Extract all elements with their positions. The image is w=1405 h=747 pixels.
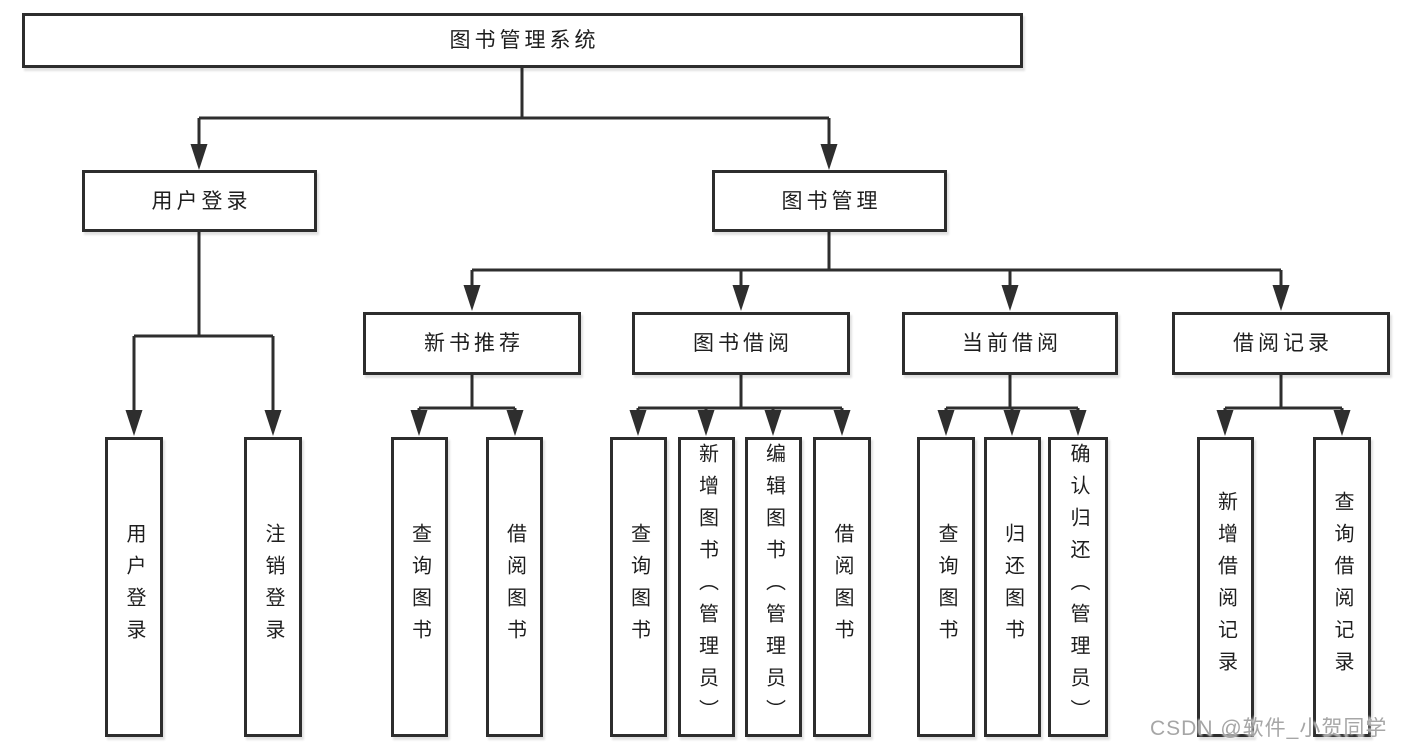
node-confirm-return-admin: 确认归还（管理员） (1048, 437, 1108, 737)
node-label: 借阅记录 (1233, 332, 1333, 355)
node-library-management-system: 图书管理系统 (22, 13, 1023, 68)
node-label: 归还图书 (1001, 523, 1024, 651)
node-label: 图书借阅 (693, 332, 793, 355)
node-label: 借阅图书 (503, 523, 526, 651)
node-label: 查询借阅记录 (1331, 491, 1353, 683)
node-label: 用户登录 (151, 189, 252, 213)
node-logout-action: 注销登录 (244, 437, 302, 737)
node-borrowing-records: 借阅记录 (1172, 312, 1390, 375)
node-book-borrowing: 图书借阅 (632, 312, 850, 375)
node-book-management: 图书管理 (712, 170, 947, 232)
node-new-book-recommend: 新书推荐 (363, 312, 581, 375)
node-label: 编辑图书（管理员） (762, 443, 785, 731)
connector-borrowing-records-to-children (1216, 375, 1351, 436)
node-label: 查询图书 (408, 523, 431, 651)
node-borrow-books-recommend: 借阅图书 (486, 437, 543, 737)
node-label: 新书推荐 (424, 332, 524, 355)
node-add-borrow-record: 新增借阅记录 (1197, 437, 1254, 737)
node-label: 图书管理 (781, 189, 882, 213)
csdn-watermark: CSDN @软件_小贺同学 (1150, 717, 1388, 740)
node-current-borrowing: 当前借阅 (902, 312, 1118, 375)
connector-current-borrowing-to-children (937, 375, 1087, 436)
node-return-books: 归还图书 (984, 437, 1041, 737)
connector-root-to-level2 (190, 68, 838, 170)
node-label: 注销登录 (262, 523, 284, 651)
node-label: 新增借阅记录 (1214, 491, 1237, 683)
node-label: 当前借阅 (962, 332, 1062, 355)
node-label: 图书管理系统 (449, 29, 600, 52)
node-label: 借阅图书 (831, 523, 853, 651)
node-add-books-admin: 新增图书（管理员） (678, 437, 735, 737)
node-query-books-borrowing: 查询图书 (610, 437, 667, 737)
node-label: 新增图书（管理员） (695, 443, 718, 731)
node-label: 查询图书 (627, 523, 650, 651)
connector-user-login-to-children (125, 232, 282, 436)
connector-new-book-recommend-to-children (410, 375, 524, 436)
node-query-books-recommend: 查询图书 (391, 437, 448, 737)
node-borrow-books-borrowing: 借阅图书 (813, 437, 871, 737)
node-edit-books-admin: 编辑图书（管理员） (745, 437, 802, 737)
node-label: 查询图书 (935, 523, 957, 651)
node-user-login-action: 用户登录 (105, 437, 163, 737)
connector-book-borrowing-to-children (629, 375, 851, 436)
node-label: 确认归还（管理员） (1067, 443, 1089, 731)
node-query-borrow-record: 查询借阅记录 (1313, 437, 1371, 737)
node-label: 用户登录 (123, 523, 145, 651)
connector-book-management-to-level3 (463, 232, 1290, 311)
node-user-login: 用户登录 (82, 170, 317, 232)
node-query-books-current: 查询图书 (917, 437, 975, 737)
